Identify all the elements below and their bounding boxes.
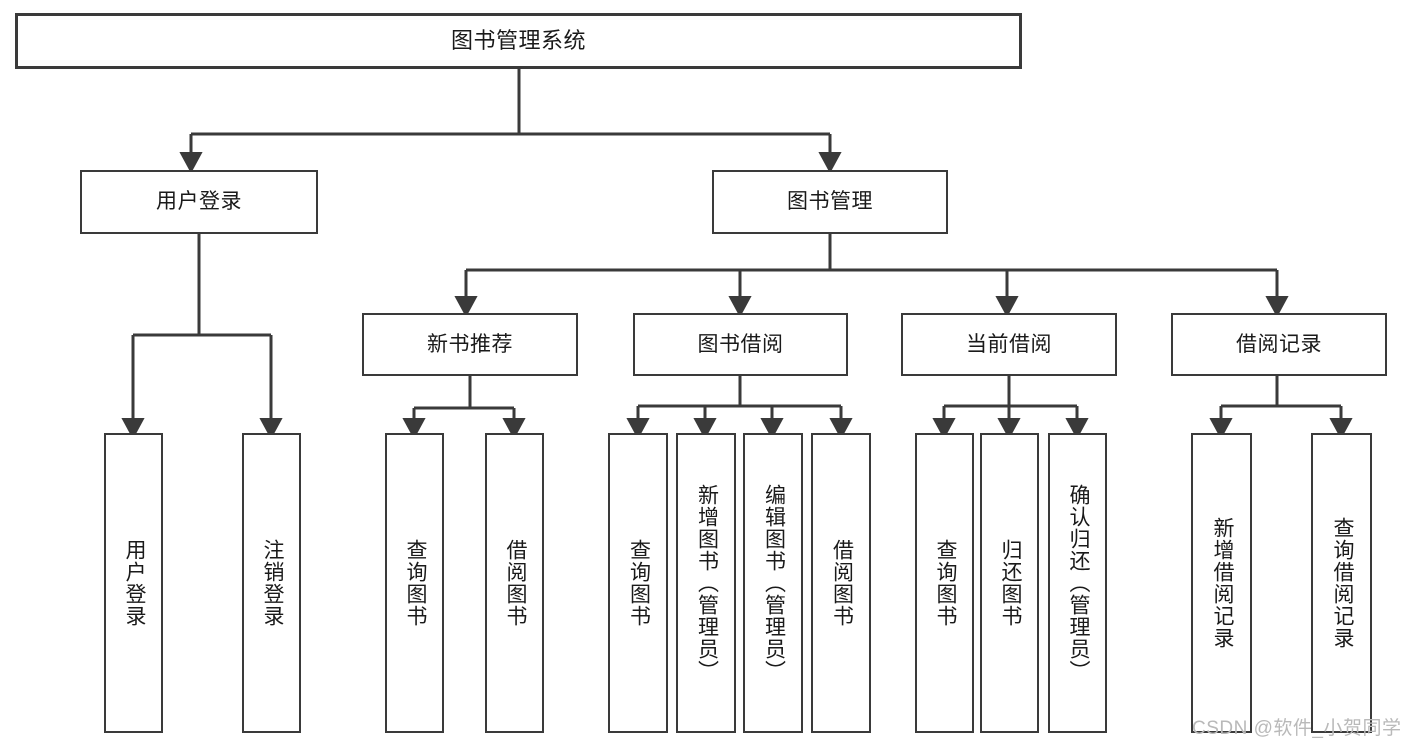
node-new-book-rec[interactable]: 新书推荐 (362, 313, 578, 376)
node-root[interactable]: 图书管理系统 (15, 13, 1022, 69)
node-leaf-query-book-borrow[interactable]: 查询图书 (608, 433, 668, 733)
node-leaf-edit-book[interactable]: 编辑图书（管理员） (743, 433, 803, 733)
node-leaf-borrow-book-rec[interactable]: 借阅图书 (485, 433, 544, 733)
node-user-login[interactable]: 用户登录 (80, 170, 318, 234)
edge-group-borrow-record (1209, 376, 1353, 440)
node-leaf-query-book-cur-label: 查询图书 (933, 539, 957, 627)
node-leaf-borrow-book[interactable]: 借阅图书 (811, 433, 871, 733)
node-book-borrow-label: 图书借阅 (697, 332, 784, 356)
edge-group-book-borrow (626, 376, 853, 440)
node-leaf-query-book-cur[interactable]: 查询图书 (915, 433, 974, 733)
edge-group-user-login (121, 234, 283, 440)
node-book-manage-label: 图书管理 (787, 190, 873, 214)
node-leaf-borrow-book-label: 借阅图书 (830, 539, 854, 627)
node-leaf-add-book-label: 新增图书（管理员） (695, 484, 719, 682)
node-book-manage[interactable]: 图书管理 (712, 170, 948, 234)
edge-group-current-borrow (932, 376, 1089, 440)
node-leaf-user-login[interactable]: 用户登录 (104, 433, 163, 733)
node-leaf-confirm-return-label: 确认归还（管理员） (1066, 484, 1090, 682)
node-leaf-add-record-label: 新增借阅记录 (1210, 517, 1234, 649)
node-new-book-rec-label: 新书推荐 (427, 332, 513, 356)
node-current-borrow-label: 当前借阅 (966, 332, 1052, 356)
node-leaf-query-book-rec[interactable]: 查询图书 (385, 433, 444, 733)
node-leaf-confirm-return[interactable]: 确认归还（管理员） (1048, 433, 1107, 733)
edge-group-new-book-rec (402, 376, 526, 440)
node-current-borrow[interactable]: 当前借阅 (901, 313, 1117, 376)
node-leaf-query-book-borrow-label: 查询图书 (627, 539, 651, 627)
edge-group-book-manage (454, 234, 1289, 318)
node-leaf-logout[interactable]: 注销登录 (242, 433, 301, 733)
node-leaf-return-book[interactable]: 归还图书 (980, 433, 1039, 733)
node-borrow-record-label: 借阅记录 (1236, 332, 1322, 356)
node-leaf-add-book[interactable]: 新增图书（管理员） (676, 433, 736, 733)
node-leaf-edit-book-label: 编辑图书（管理员） (762, 484, 786, 682)
node-leaf-logout-label: 注销登录 (260, 539, 284, 627)
node-leaf-return-book-label: 归还图书 (998, 539, 1022, 627)
node-leaf-add-record[interactable]: 新增借阅记录 (1191, 433, 1252, 733)
node-book-borrow[interactable]: 图书借阅 (633, 313, 848, 376)
node-leaf-query-book-rec-label: 查询图书 (403, 539, 427, 627)
node-user-login-label: 用户登录 (156, 190, 242, 214)
edge-group-root (179, 69, 842, 174)
node-leaf-user-login-label: 用户登录 (122, 539, 146, 627)
node-leaf-query-record-label: 查询借阅记录 (1330, 517, 1354, 649)
node-borrow-record[interactable]: 借阅记录 (1171, 313, 1387, 376)
node-leaf-borrow-book-rec-label: 借阅图书 (503, 539, 527, 627)
node-leaf-query-record[interactable]: 查询借阅记录 (1311, 433, 1372, 733)
node-root-label: 图书管理系统 (450, 27, 586, 53)
